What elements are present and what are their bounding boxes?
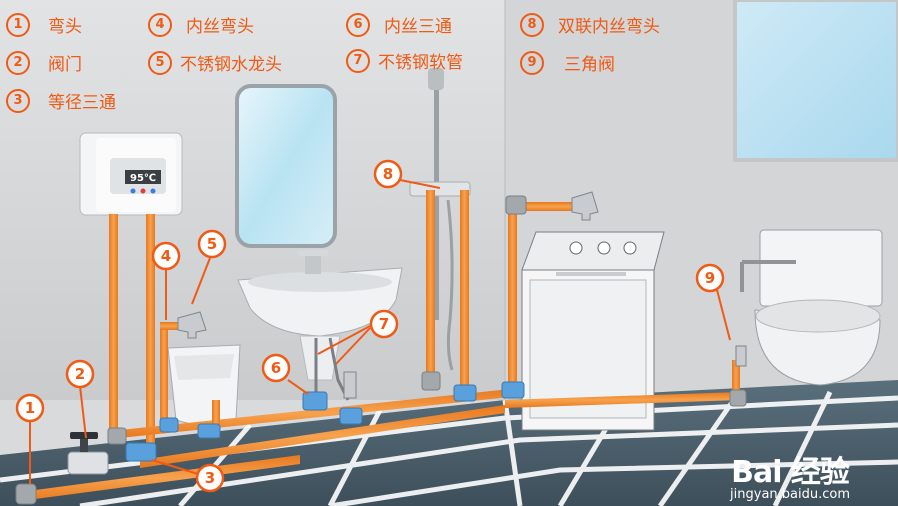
faucets [177,191,747,399]
heater-display: 95℃ [130,173,156,184]
legend-item-9: 9 三角阀 [520,50,615,75]
callout-lines [29,179,731,484]
legend-number: 3 [6,88,30,113]
legend-label: 内丝弯头 [186,17,254,37]
elbow-fittings [15,195,747,505]
svg-text:1: 1 [25,399,35,417]
legend-label: 弯头 [48,17,82,37]
legend-item-5: 5 不锈钢水龙头 [148,50,282,75]
legend-number: 1 [6,12,30,37]
valve [67,432,109,475]
legend-number: 2 [6,50,30,75]
legend-label: 不锈钢软管 [378,53,463,73]
legend-number: 4 [148,12,172,37]
mop-sink [167,344,241,426]
water-heater [79,132,183,216]
legend-label: 等径三通 [48,93,116,113]
legend-label: 内丝三通 [384,17,452,37]
legend-number: 9 [520,50,544,75]
svg-text:8: 8 [383,165,393,183]
legend-number: 6 [346,12,370,37]
legend-item-7: 7 不锈钢软管 [346,48,463,73]
svg-text:2: 2 [75,365,85,383]
legend-item-2: 2 阀门 [6,50,82,75]
fittings [125,381,525,462]
legend-number: 5 [148,50,172,75]
toilet [740,229,883,386]
legend-number: 7 [346,48,370,73]
legend-item-8: 8 双联内丝弯头 [520,12,660,37]
svg-text:7: 7 [379,315,389,333]
legend-label: 三角阀 [564,55,615,75]
baidu-watermark: Bai 经验 jingyan.baidu.com [730,447,850,502]
legend-item-4: 4 内丝弯头 [148,12,254,37]
svg-text:9: 9 [705,269,715,287]
legend-item-3: 3 等径三通 [6,88,116,113]
callout-markers [15,159,725,493]
legend-label: 不锈钢水龙头 [180,55,282,75]
legend-item-6: 6 内丝三通 [346,12,452,37]
svg-text:4: 4 [161,247,171,265]
svg-text:3: 3 [205,469,215,487]
legend-item-1: 1 弯头 [6,12,82,37]
legend-label: 阀门 [48,55,82,75]
legend-label: 双联内丝弯头 [558,17,660,37]
svg-text:5: 5 [207,235,217,253]
watermark-url: jingyan.baidu.com [730,487,850,502]
mirror [235,84,337,248]
legend-number: 8 [520,12,544,37]
watermark-brand: Bai 经验 [731,455,850,490]
window [733,0,898,162]
callout-numbers: 1 2 3 4 5 6 7 8 9 [25,165,715,487]
svg-text:6: 6 [271,359,281,377]
